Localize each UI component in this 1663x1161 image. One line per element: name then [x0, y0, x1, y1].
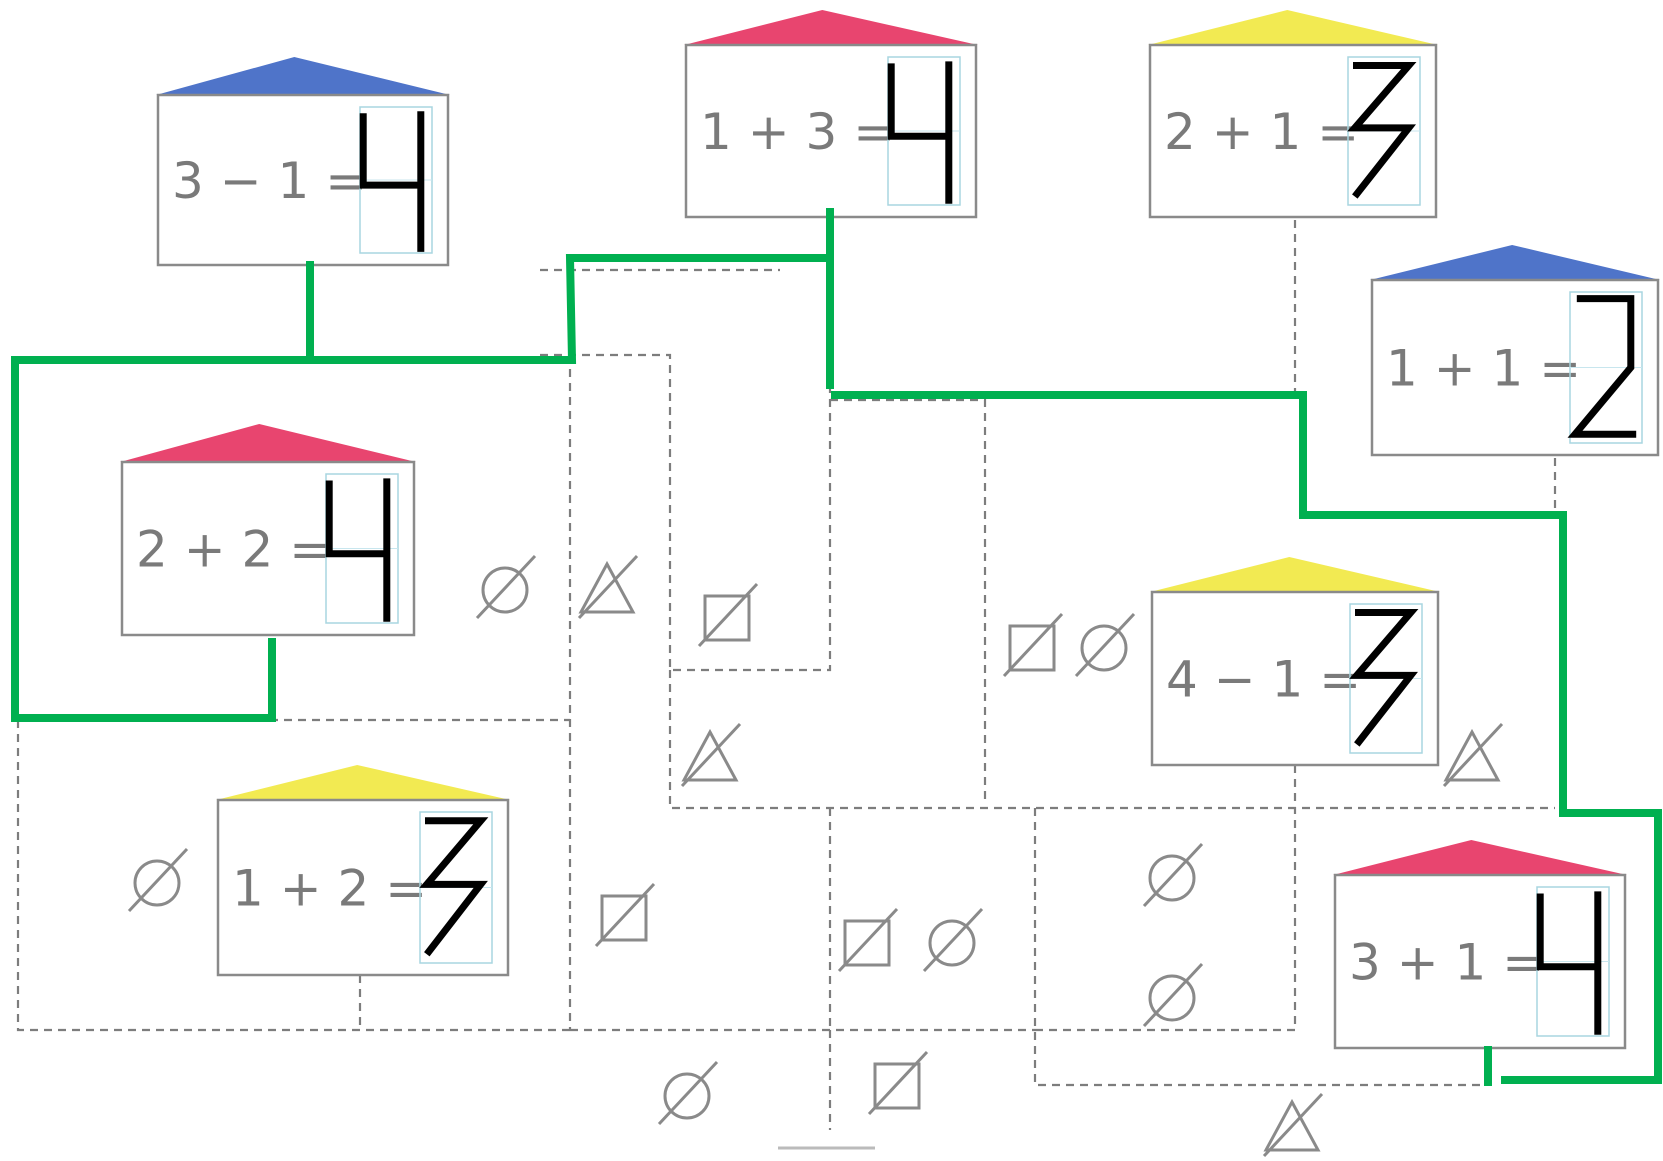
equation-text: 1 + 1 = — [1386, 340, 1581, 398]
house-h3: 2 + 1 =3 — [1148, 10, 1438, 219]
square-symbol-icon — [1002, 612, 1064, 678]
handwritten-answer — [425, 821, 481, 955]
handwritten-answer — [1355, 613, 1411, 745]
square-symbol-icon — [867, 1050, 929, 1116]
square-symbol-icon — [837, 907, 899, 973]
house-h7: 1 + 2 =3 — [216, 765, 510, 977]
handwritten-answer — [329, 478, 387, 621]
circle-symbol-icon — [922, 907, 984, 973]
square-symbol-icon — [697, 582, 759, 648]
circle-symbol-icon — [1142, 842, 1204, 908]
circle-symbol-icon — [1074, 612, 1136, 678]
handwritten-answer — [891, 61, 949, 203]
circle-symbol-icon — [657, 1060, 719, 1126]
houses-layer: 3 − 1 =41 + 3 =42 + 1 =31 + 1 =22 + 2 =4… — [120, 10, 1660, 1050]
equation-text: 1 + 2 = — [232, 860, 427, 918]
triangle-symbol-icon — [680, 722, 742, 788]
roof-red — [120, 424, 416, 462]
house-h5: 2 + 2 =4 — [120, 424, 416, 637]
triangle-symbol-icon — [1442, 722, 1504, 788]
handwritten-answer — [1353, 65, 1409, 196]
roof-blue — [156, 57, 450, 95]
house-h2: 1 + 3 =4 — [684, 10, 978, 219]
equation-text: 3 + 1 = — [1349, 934, 1544, 992]
circle-symbol-icon — [1142, 962, 1204, 1028]
roof-yellow — [1150, 557, 1440, 592]
roof-blue — [1370, 245, 1660, 280]
house-h8: 3 + 1 =4 — [1333, 840, 1627, 1050]
shape-symbols — [127, 554, 1504, 1158]
circle-symbol-icon — [475, 554, 537, 620]
triangle-symbol-icon — [577, 554, 639, 620]
triangle-symbol-icon — [1262, 1092, 1324, 1158]
roof-yellow — [1148, 10, 1438, 45]
roof-red — [684, 10, 978, 45]
house-h6: 4 − 1 =3 — [1150, 557, 1440, 767]
handwritten-answer — [363, 111, 421, 252]
square-symbol-icon — [594, 882, 656, 948]
roof-yellow — [216, 765, 510, 800]
roof-red — [1333, 840, 1627, 875]
green-route — [11, 208, 1662, 1086]
equation-text: 2 + 1 = — [1164, 103, 1359, 161]
handwritten-answer — [1575, 299, 1636, 435]
house-h1: 3 − 1 =4 — [156, 57, 450, 267]
equation-text: 4 − 1 = — [1166, 651, 1361, 709]
equation-text: 2 + 2 = — [136, 521, 331, 579]
equation-text: 1 + 3 = — [700, 103, 895, 161]
equation-text: 3 − 1 = — [172, 152, 367, 210]
circle-symbol-icon — [127, 847, 189, 913]
house-h4: 1 + 1 =2 — [1370, 245, 1660, 457]
handwritten-answer — [1540, 891, 1598, 1034]
